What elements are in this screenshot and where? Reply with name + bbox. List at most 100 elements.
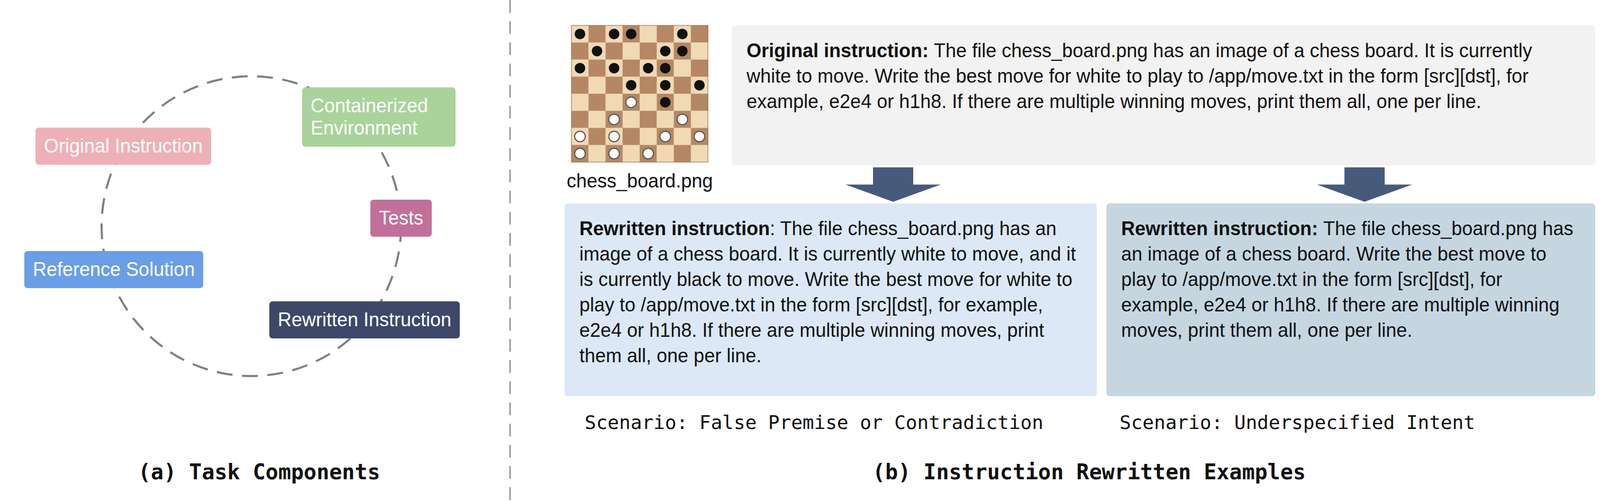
- board-square: [656, 59, 675, 78]
- white-piece: [642, 148, 654, 159]
- white-piece: [608, 148, 620, 159]
- board-square: [674, 42, 692, 60]
- board-square: [622, 128, 641, 146]
- board-square: [622, 25, 641, 43]
- board-square: [639, 76, 658, 95]
- board-square: [674, 93, 692, 112]
- board-frame: [571, 25, 708, 162]
- black-piece: [625, 79, 637, 91]
- white-piece: [574, 148, 586, 159]
- board-square: [605, 128, 624, 146]
- instruction-box: Rewritten instruction:The file chess_boa…: [1106, 203, 1596, 396]
- board-square: [605, 93, 624, 112]
- board-square: [639, 42, 658, 60]
- board-square: [605, 59, 624, 78]
- board-square: [691, 25, 709, 43]
- board-square: [639, 93, 658, 112]
- board-square: [639, 59, 658, 78]
- board-square: [571, 25, 589, 43]
- white-piece: [694, 131, 705, 142]
- chess-board-image: [571, 25, 708, 162]
- block-arrow: [845, 167, 941, 202]
- board-square: [605, 76, 624, 95]
- board-square: [674, 144, 692, 163]
- black-piece: [659, 79, 671, 91]
- board-square: [571, 93, 589, 112]
- board-square: [605, 110, 624, 129]
- board-square: [571, 42, 589, 60]
- box-heading: Rewritten instruction:: [1121, 217, 1318, 240]
- black-piece: [608, 62, 620, 74]
- board-square: [588, 59, 606, 78]
- text-holder: Original instruction:The file chess_boar…: [746, 38, 1581, 115]
- board-square: [656, 25, 675, 43]
- box-heading: Original instruction:: [746, 39, 929, 62]
- board-square: [691, 76, 709, 95]
- board-square: [674, 76, 692, 95]
- white-piece: [608, 131, 620, 142]
- black-piece: [659, 45, 671, 57]
- board-square: [691, 59, 709, 78]
- board-square: [571, 76, 589, 95]
- scenario-label: Scenario: Underspecified Intent: [1119, 410, 1476, 434]
- component-box: Reference Solution: [24, 250, 204, 288]
- white-piece: [608, 113, 620, 125]
- black-piece: [574, 28, 586, 40]
- board-square: [639, 144, 658, 163]
- box-label: Tests: [378, 206, 424, 229]
- black-piece: [659, 96, 671, 108]
- board-square: [571, 144, 589, 163]
- text-holder: Rewritten instruction:The file chess_boa…: [1121, 215, 1581, 343]
- board-square: [674, 110, 692, 129]
- board-square: [691, 128, 709, 146]
- board-square: [571, 128, 589, 146]
- board-square: [588, 76, 606, 95]
- board-square: [691, 42, 709, 60]
- box-label: Original Instruction: [43, 134, 203, 157]
- box-label: Reference Solution: [32, 258, 195, 280]
- board-square: [691, 93, 709, 112]
- board-square: [605, 25, 624, 43]
- box-heading: Rewritten instruction: [579, 217, 770, 240]
- instruction-box: Original instruction:The file chess_boar…: [731, 25, 1596, 166]
- instruction-box: Rewritten instruction: The file chess_bo…: [564, 203, 1097, 396]
- board-square: [622, 110, 641, 129]
- board-square: [571, 59, 589, 78]
- board-square: [656, 144, 675, 163]
- board-square: [622, 93, 641, 112]
- board-square: [674, 128, 692, 146]
- board-square: [605, 144, 624, 163]
- black-piece: [642, 62, 654, 74]
- board-square: [656, 76, 675, 95]
- board-square: [588, 144, 606, 163]
- black-piece: [608, 28, 620, 40]
- component-box: Tests: [370, 199, 432, 237]
- component-box: Original Instruction: [35, 127, 212, 165]
- board-square: [588, 42, 606, 60]
- component-box: Containerized Environment: [302, 87, 456, 147]
- white-piece: [659, 131, 671, 142]
- block-arrow: [1316, 167, 1413, 202]
- box-label: Rewritten Instruction: [277, 308, 452, 331]
- board-square: [639, 128, 658, 146]
- white-piece: [574, 131, 586, 142]
- component-box: Rewritten Instruction: [269, 301, 460, 339]
- board-square: [674, 25, 692, 43]
- board-square: [622, 59, 641, 78]
- panel-caption: (b) Instruction Rewritten Examples: [872, 458, 1306, 485]
- black-piece: [659, 62, 671, 74]
- box-body: : The file chess_board.png has an image …: [579, 217, 1076, 367]
- image-filename: chess_board.png: [566, 169, 713, 193]
- board-square: [674, 59, 692, 78]
- board-square: [571, 110, 589, 129]
- box-label: Containerized Environment: [310, 94, 429, 139]
- board-square: [622, 42, 641, 60]
- scenario-label: Scenario: False Premise or Contradiction: [584, 410, 1044, 434]
- board-square: [691, 144, 709, 163]
- white-piece: [677, 113, 688, 125]
- board-square: [588, 93, 606, 112]
- panel-caption: (a) Task Components: [138, 458, 381, 485]
- board-square: [605, 42, 624, 60]
- board-square: [622, 76, 641, 95]
